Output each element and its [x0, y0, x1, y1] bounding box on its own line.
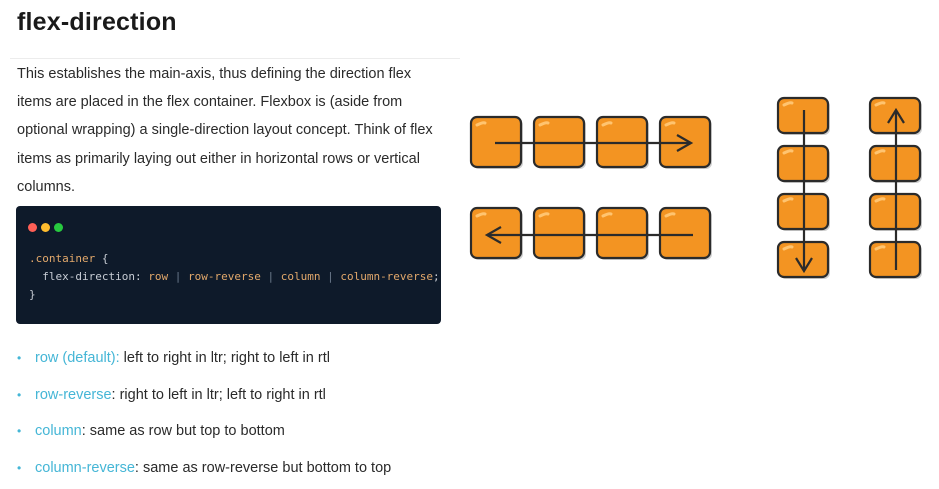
list-desc: left to right in ltr; right to left in r…	[119, 350, 330, 366]
list-item: • row-reverse: right to left in ltr; left…	[17, 380, 457, 417]
bullet-icon: •	[17, 351, 22, 365]
list-item: • column: same as row but top to bottom	[17, 416, 457, 453]
list-term: column	[35, 423, 82, 440]
list-term: row (default):	[35, 350, 120, 366]
intro-paragraph: This establishes the main-axis, thus def…	[17, 66, 433, 195]
bullet-icon: •	[17, 424, 22, 439]
code-value-row: row	[148, 270, 169, 283]
code-value-column-reverse: column-reverse	[340, 270, 434, 283]
arrow-left-icon	[484, 226, 502, 244]
code-value-column: column	[280, 270, 321, 283]
page-title: flex-direction	[17, 8, 177, 36]
flex-direction-illustration	[469, 96, 924, 281]
list-desc: : same as row-reverse but bottom to top	[134, 459, 392, 476]
list-item: • row (default): left to right in ltr; ri…	[17, 343, 457, 380]
green-dot-icon	[54, 223, 63, 232]
code-open-brace: {	[101, 252, 109, 265]
row-diagram	[469, 115, 714, 171]
list-desc: : same as row but top to bottom	[81, 423, 285, 440]
bullet-icon: •	[17, 387, 22, 402]
list-term: row-reverse	[35, 386, 112, 403]
code-value-row-reverse: row-reverse	[187, 270, 261, 283]
arrow-down-icon	[795, 257, 813, 274]
code-close-brace: }	[29, 288, 36, 301]
divider	[10, 58, 460, 59]
list-item: • column-reverse: same as row-reverse but…	[17, 453, 457, 489]
value-list: • row (default): left to right in ltr; ri…	[17, 343, 457, 489]
code-property: flex-direction	[42, 270, 135, 283]
column-diagram	[776, 96, 832, 281]
list-term: column-reverse	[35, 459, 135, 476]
code-block: .container { flex-direction: row | row-r…	[16, 206, 441, 324]
list-desc: : right to left in ltr; left to right in…	[111, 386, 326, 403]
red-dot-icon	[28, 223, 37, 232]
code-text: .container { flex-direction: row | row-r…	[29, 252, 440, 301]
arrow-right-icon	[676, 134, 694, 152]
row-reverse-diagram	[469, 206, 714, 262]
yellow-dot-icon	[41, 223, 50, 232]
bullet-icon: •	[17, 460, 22, 475]
window-dots	[28, 219, 67, 237]
column-reverse-diagram	[868, 96, 924, 281]
arrow-up-icon	[887, 107, 905, 124]
code-selector: .container	[29, 252, 96, 265]
